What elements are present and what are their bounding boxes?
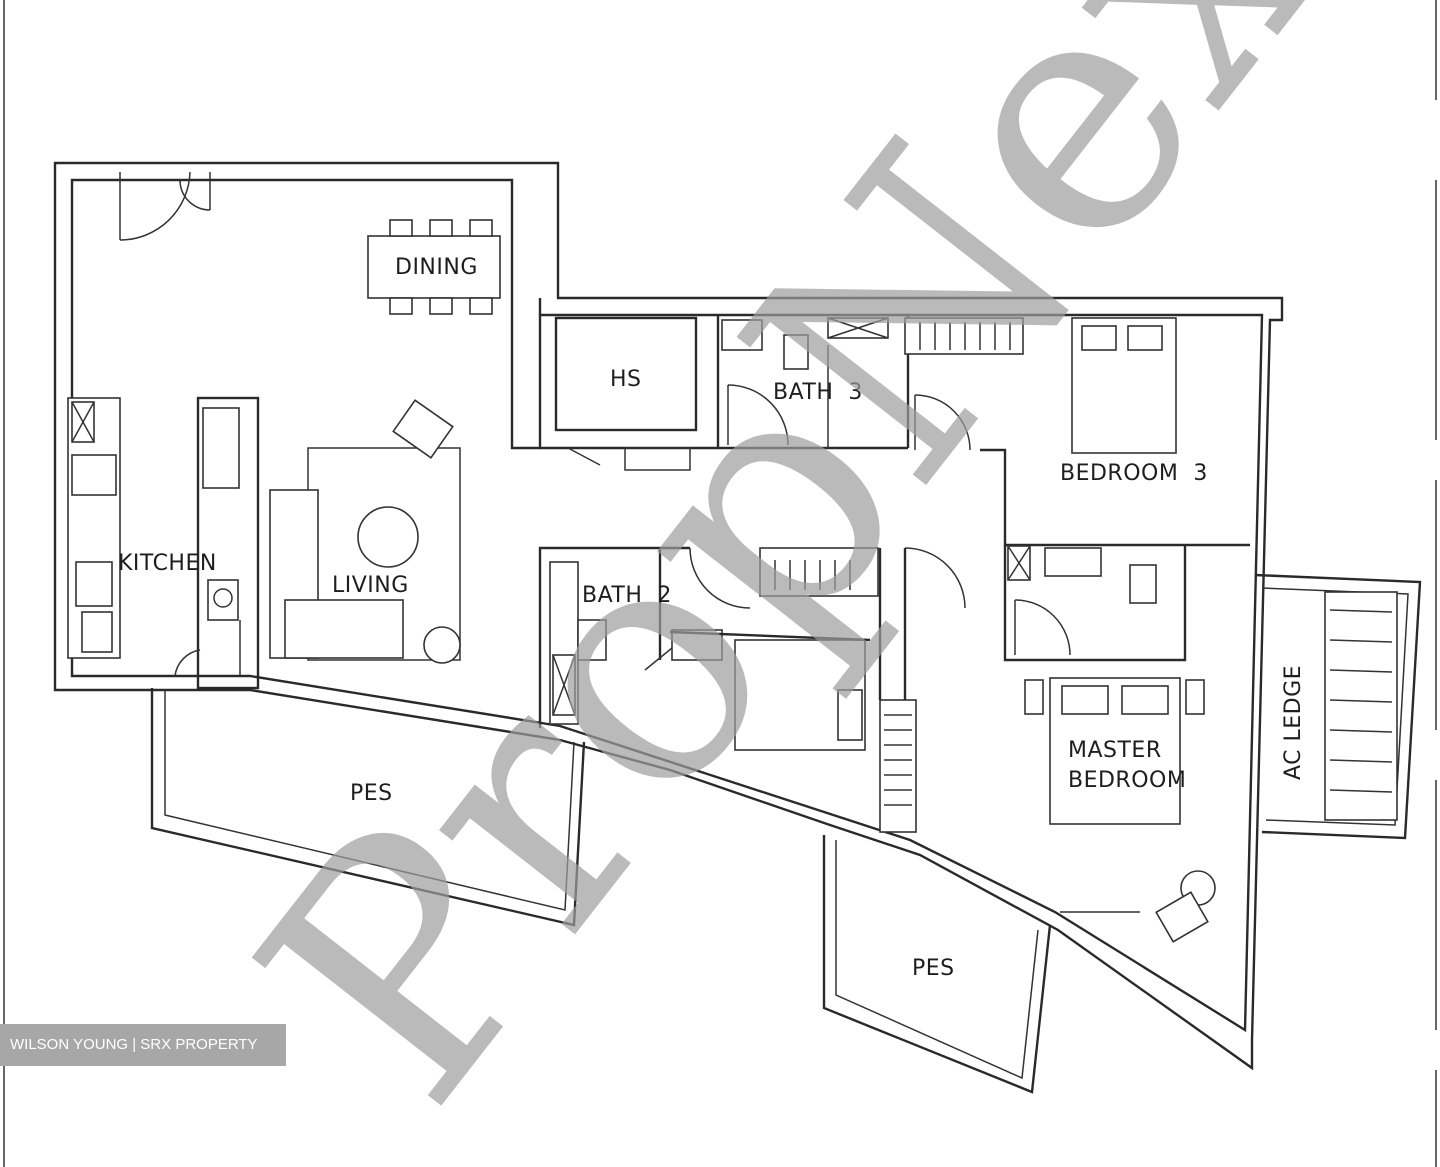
hs-room <box>540 316 718 471</box>
bedroom3-room <box>904 317 1250 547</box>
label-dining: DINING <box>395 255 478 280</box>
label-bath2: BATH 2 <box>582 583 672 608</box>
page-edges <box>3 0 1437 1167</box>
entrance-door <box>119 171 211 241</box>
pes-left-area <box>150 688 586 927</box>
label-living: LIVING <box>332 573 409 598</box>
label-bath3: BATH 3 <box>773 380 863 405</box>
ac-ledge <box>1254 573 1422 840</box>
master-bedroom-room <box>1024 677 1216 943</box>
bedroom2-room <box>644 547 966 833</box>
label-ac-ledge: AC LEDGE <box>1281 665 1306 780</box>
master-bath-room <box>1003 545 1187 662</box>
kitchen-area <box>67 396 260 690</box>
outer-walls <box>53 161 1284 1071</box>
credit-banner: WILSON YOUNG | SRX PROPERTY <box>0 1024 286 1066</box>
label-pes-right: PES <box>912 956 955 981</box>
pes-right-area <box>822 835 1052 1094</box>
label-bedroom3: BEDROOM 3 <box>1060 461 1208 486</box>
label-master-bedroom-line2: BEDROOM <box>1068 768 1186 793</box>
label-master-bedroom-line1: MASTER <box>1068 738 1162 763</box>
room-labels: DINING HS BATH 3 BEDROOM 3 KITCHEN LIVIN… <box>118 255 1306 981</box>
label-pes-left: PES <box>350 781 393 806</box>
living-area <box>269 399 461 664</box>
label-kitchen: KITCHEN <box>118 551 217 576</box>
bath2-room <box>538 546 751 728</box>
label-hs: HS <box>610 367 642 392</box>
dining-table <box>367 219 501 315</box>
